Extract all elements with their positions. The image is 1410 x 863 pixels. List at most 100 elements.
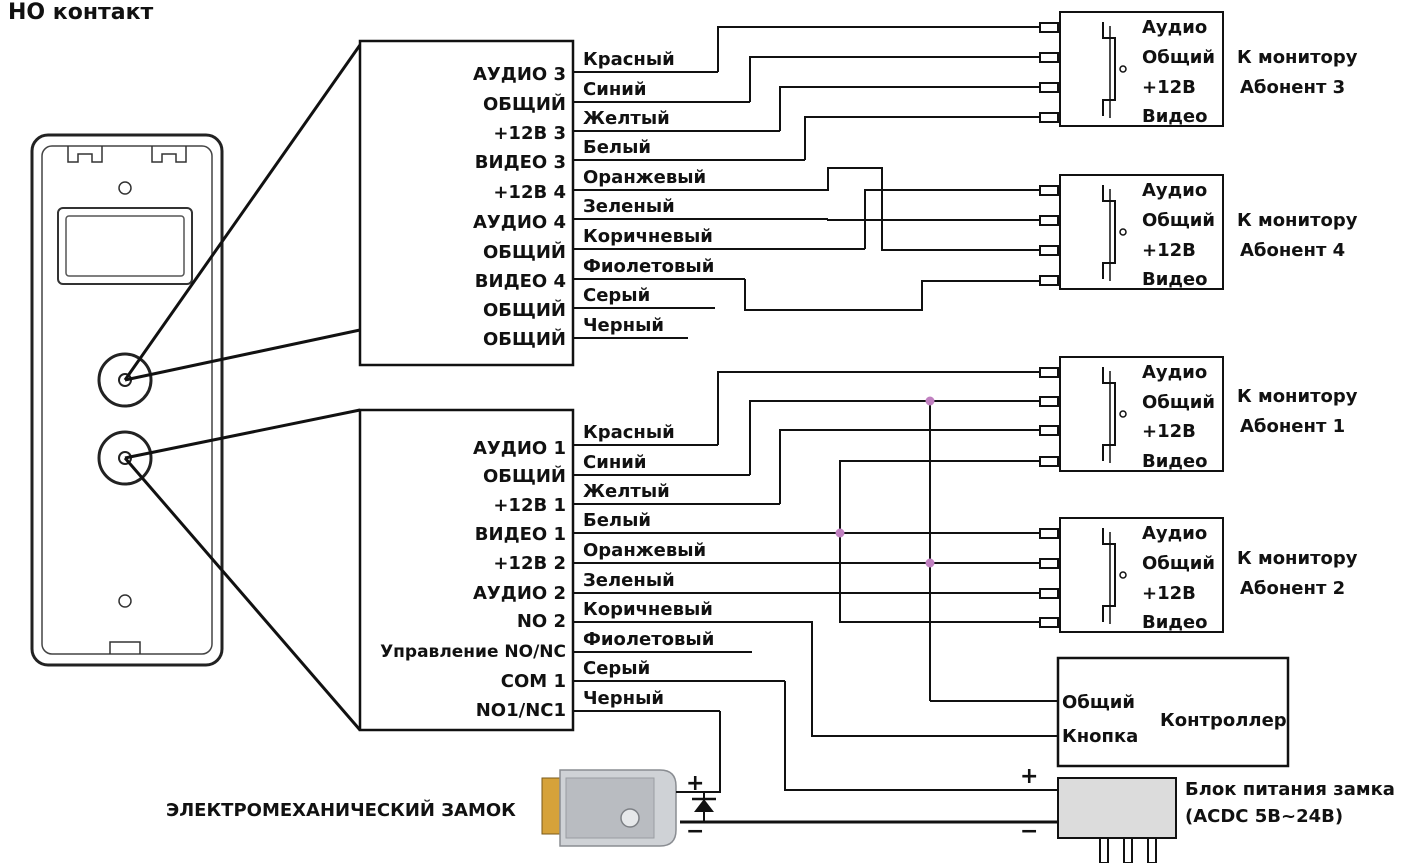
wire-color-label: Зеленый [583,570,675,591]
monitor-label-1b: Абонент 1 [1240,416,1345,437]
controller-common-label: Общий [1062,692,1135,713]
wire-color-label: Фиолетовый [583,629,714,650]
terminal-label: Видео [1142,451,1207,472]
pin-label: +12В 3 [493,123,566,144]
terminal-label: Аудио [1142,17,1207,38]
terminal-label: Аудио [1142,362,1207,383]
junction-dot [925,396,935,406]
pin-label: ОБЩИЙ [483,241,566,263]
routing-wires-1 [717,26,1040,311]
pin-label: ВИДЕО 4 [475,271,566,292]
terminal-label: Общий [1142,210,1215,231]
pin-label: NO 2 [517,611,566,632]
wire-color-label: Белый [583,510,651,531]
terminal-label: Аудио [1142,180,1207,201]
pin-label: ОБЩИЙ [483,299,566,321]
camera-window [57,207,193,285]
screw-top-icon [118,181,132,195]
monitor-label-1a: К монитору [1237,386,1358,407]
diode-icon [676,791,716,822]
wire-colors-1: Красный Синий Желтый Белый Оранжевый Зел… [583,49,714,336]
psu-plus-label: + [1020,764,1038,789]
wire-color-label: Зеленый [583,196,675,217]
pin-label: АУДИО 2 [473,583,566,604]
controller-box [1056,656,1290,768]
pin-label: АУДИО 3 [473,64,566,85]
pin-label: +12В 4 [493,182,566,203]
wire-stubs-2 [573,444,840,712]
psu-label-line1: Блок питания замка [1185,779,1395,800]
monitor-connector-3: Аудио Общий +12В Видео [1039,11,1224,127]
lock-minus-label: − [686,819,704,844]
call-panel-device [30,133,224,667]
pin-label: COM 1 [501,671,566,692]
wire-color-label: Коричневый [583,599,713,620]
pin-label: NO1/NC1 [476,700,566,721]
terminal-label: +12В [1142,77,1196,98]
terminal-label: Видео [1142,106,1207,127]
electromechanical-lock-icon [541,769,677,847]
monitor-label-2a: К монитору [1237,548,1358,569]
pin-label: АУДИО 1 [473,438,566,459]
monitor-label-4b: Абонент 4 [1240,240,1345,261]
monitor-label-3a: К монитору [1237,47,1358,68]
wire-color-label: Желтый [583,481,670,502]
wire-color-label: Серый [583,285,650,306]
wire-color-label: Красный [583,422,675,443]
pin-label: АУДИО 4 [473,212,566,233]
terminal-label: +12В [1142,583,1196,604]
terminal-label: +12В [1142,240,1196,261]
terminal-label: Аудио [1142,523,1207,544]
terminal-label: Видео [1142,269,1207,290]
wire-stubs-1 [573,71,865,339]
wire-color-label: Белый [583,137,651,158]
pin-box-1 [358,39,575,367]
lock-power-supply [1057,777,1177,863]
leader-lines [123,44,362,731]
diagram-title: НО контакт [8,0,154,25]
terminal-label: Общий [1142,553,1215,574]
pin-label: Управление NO/NC [380,642,566,662]
monitor-label-4a: К монитору [1237,210,1358,231]
monitor-connector-4: Аудио Общий +12В Видео [1039,174,1224,290]
psu-minus-label: − [1020,819,1038,844]
wire-colors-2: Красный Синий Желтый Белый Оранжевый Зел… [583,422,714,709]
terminal-label: Видео [1142,612,1207,633]
pin-label: ВИДЕО 1 [475,524,566,545]
cable-entry-2-icon [97,430,153,486]
wire-color-label: Оранжевый [583,540,706,561]
terminal-label: Общий [1142,47,1215,68]
pin-label: ОБЩИЙ [483,328,566,350]
wire-color-label: Желтый [583,108,670,129]
psu-label-line2: (ACDC 5В~24В) [1185,806,1343,827]
pin-label: ОБЩИЙ [483,93,566,115]
lock-label: ЭЛЕКТРОМЕХАНИЧЕСКИЙ ЗАМОК [166,799,516,821]
wire-color-label: Черный [583,315,664,336]
pin-label: ОБЩИЙ [483,465,566,487]
terminal-label: +12В [1142,421,1196,442]
wire-color-label: Черный [583,688,664,709]
pin-box-2-labels: АУДИО 1 ОБЩИЙ +12В 1 ВИДЕО 1 +12В 2 АУДИ… [380,438,566,721]
controller-button-label: Кнопка [1062,726,1138,747]
wire-color-label: Оранжевый [583,167,706,188]
wire-color-label: Синий [583,452,646,473]
terminal-label: Общий [1142,392,1215,413]
routing-wires-2 [680,371,1058,824]
pin-label: +12В 1 [493,495,566,516]
junction-dot [835,528,845,538]
monitor-connector-2: Аудио Общий +12В Видео [1039,517,1224,633]
pin-box-2 [358,408,575,732]
wire-color-label: Синий [583,79,646,100]
wire-color-label: Красный [583,49,675,70]
junction-dot [925,558,935,568]
pin-label: +12В 2 [493,553,566,574]
wire-color-label: Фиолетовый [583,256,714,277]
controller-title: Контроллер [1160,710,1287,731]
wire-color-label: Коричневый [583,226,713,247]
cable-entry-1-icon [97,352,153,408]
pin-box-1-labels: АУДИО 3 ОБЩИЙ +12В 3 ВИДЕО 3 +12В 4 АУДИ… [473,64,566,350]
monitor-label-2b: Абонент 2 [1240,578,1345,599]
lock-plus-label: + [686,771,704,796]
screw-bottom-icon [118,594,132,608]
